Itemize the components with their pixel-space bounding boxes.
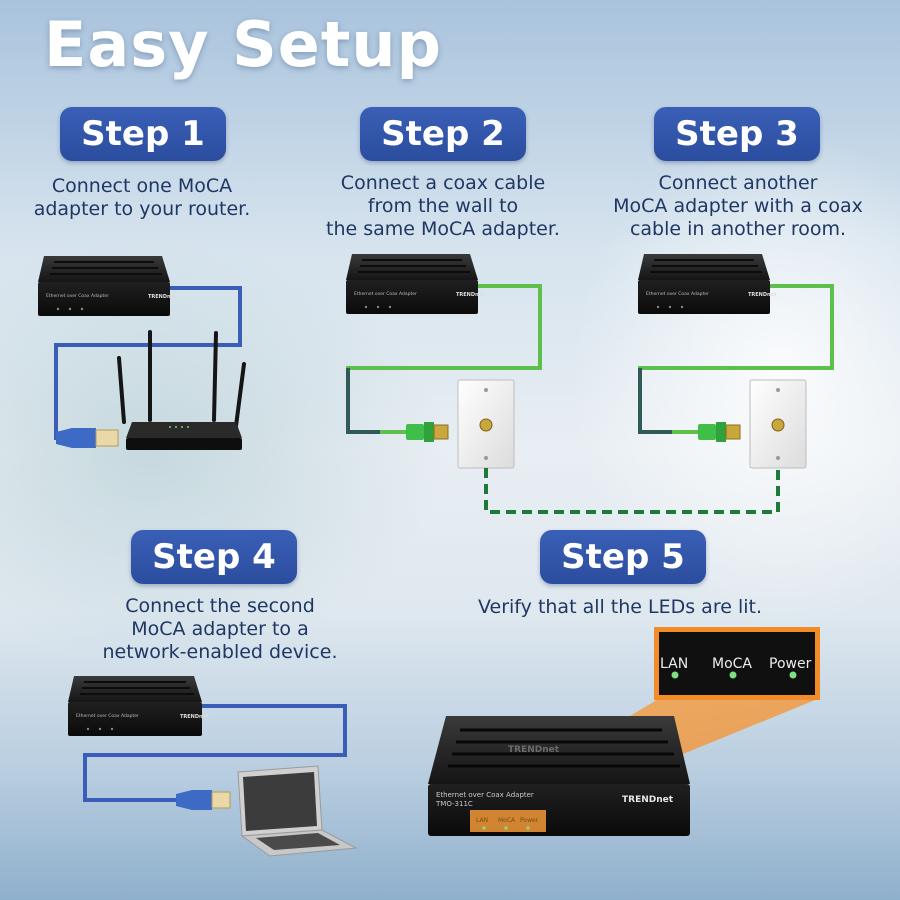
- moca-adapter-4: Ethernet over Coax Adapter TRENDnet: [68, 676, 209, 736]
- laptop: [237, 765, 358, 857]
- step-3-description: Connect another MoCA adapter with a coax…: [588, 172, 888, 241]
- led-label-small: Power: [520, 817, 539, 824]
- brand-logo: TRENDnet: [748, 292, 777, 298]
- device-model-text: TMO-311C: [435, 800, 473, 808]
- led-zoom-panel: LAN MoCA Power: [654, 627, 820, 700]
- rj45-plug: [56, 428, 119, 448]
- led-label-small: MoCA: [498, 817, 516, 824]
- brand-logo: TRENDnet: [456, 292, 485, 298]
- step-1-line: Connect one MoCA: [51, 175, 233, 197]
- step-5-badge: Step 5: [540, 530, 706, 584]
- step-2-line: from the wall to: [367, 195, 519, 217]
- moca-adapter-3: Ethernet over Coax Adapter TRENDnet: [638, 254, 777, 314]
- brand-logo: TRENDnet: [508, 745, 560, 755]
- led-indicator-moca: [729, 671, 737, 679]
- led-indicator-power: [789, 671, 797, 679]
- led-label-power: Power: [769, 656, 812, 672]
- step-3-line: cable in another room.: [629, 218, 847, 240]
- device-label-text: Ethernet over Coax Adapter: [436, 791, 534, 799]
- step-2-badge: Step 2: [360, 107, 526, 161]
- coax-connector: [698, 422, 741, 442]
- step-4-description: Connect the second MoCA adapter to a net…: [80, 595, 360, 664]
- brand-logo: TRENDnet: [180, 714, 209, 720]
- brand-logo: TRENDnet: [148, 294, 177, 300]
- wireless-router: [117, 330, 246, 450]
- device-label-text: Ethernet over Coax Adapter: [46, 293, 109, 299]
- step-1-badge: Step 1: [60, 107, 226, 161]
- step-2-line: Connect a coax cable: [340, 172, 546, 194]
- device-label-text: Ethernet over Coax Adapter: [354, 291, 417, 297]
- step-4-badge: Step 4: [131, 530, 297, 584]
- led-label-lan: LAN: [660, 656, 688, 672]
- step-1-line: adapter to your router.: [33, 198, 251, 220]
- device-label-text: Ethernet over Coax Adapter: [76, 713, 139, 719]
- moca-adapter-1: Ethernet over Coax Adapter TRENDnet: [38, 256, 177, 316]
- led-label-small: LAN: [476, 817, 488, 824]
- brand-logo: TRENDnet: [622, 795, 674, 805]
- step-5-description: Verify that all the LEDs are lit.: [440, 596, 800, 619]
- moca-adapter-large: TRENDnet Ethernet over Coax Adapter TMO-…: [428, 716, 690, 836]
- step-1-description: Connect one MoCA adapter to your router.: [0, 175, 284, 221]
- coax-wall-plate: [457, 379, 515, 469]
- device-label-text: Ethernet over Coax Adapter: [646, 291, 709, 297]
- step-2-line: the same MoCA adapter.: [326, 218, 560, 240]
- coax-connector: [406, 422, 449, 442]
- step-3-line: Connect another: [658, 172, 818, 194]
- step-4-line: network-enabled device.: [102, 641, 338, 663]
- step-4-line: Connect the second: [125, 595, 315, 617]
- led-indicator-lan: [671, 671, 679, 679]
- step-2-description: Connect a coax cable from the wall to th…: [298, 172, 588, 241]
- coax-wall-plate: [749, 379, 807, 469]
- rj45-plug: [176, 790, 231, 810]
- led-label-moca: MoCA: [712, 656, 752, 672]
- page-title: Easy Setup: [44, 8, 442, 81]
- moca-adapter-2: Ethernet over Coax Adapter TRENDnet: [346, 254, 485, 314]
- step-3-line: MoCA adapter with a coax: [613, 195, 863, 217]
- step-3-badge: Step 3: [654, 107, 820, 161]
- step-4-line: MoCA adapter to a: [131, 618, 309, 640]
- step-5-line: Verify that all the LEDs are lit.: [478, 596, 762, 618]
- ethernet-cable: [83, 704, 347, 802]
- in-wall-coax-dashed: [484, 468, 780, 514]
